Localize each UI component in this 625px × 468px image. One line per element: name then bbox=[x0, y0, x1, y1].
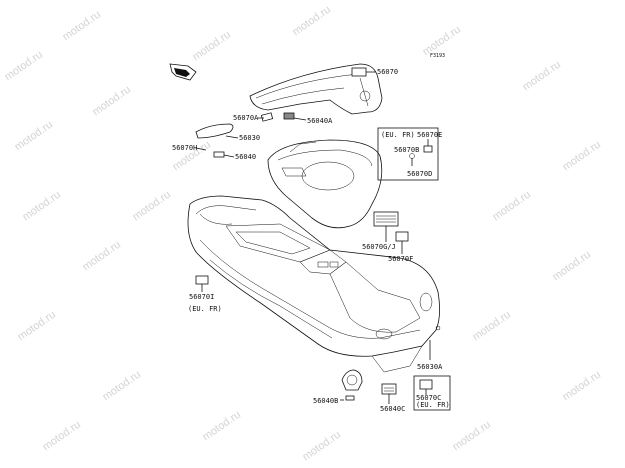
eu-fr-note-inset: (EU. FR) bbox=[381, 131, 415, 139]
eu-fr-note-bottom: (EU. FR) bbox=[416, 401, 450, 409]
callout-56070d: 56070D bbox=[407, 170, 432, 178]
hull-part bbox=[187, 195, 441, 373]
callout-56030: 56030 bbox=[239, 134, 260, 142]
callout-56070h: 56070H bbox=[172, 144, 197, 152]
decal-56070i bbox=[195, 275, 209, 285]
decal-56070f bbox=[395, 231, 409, 242]
callout-56040a: 56040A bbox=[307, 117, 333, 125]
callout-56070a: 56070A bbox=[233, 114, 259, 122]
callout-56070: 56070 bbox=[377, 68, 398, 76]
eu-fr-inset bbox=[377, 127, 439, 181]
emblem-56030 bbox=[195, 123, 234, 139]
callout-56070f: 56070F bbox=[388, 255, 413, 263]
rear-hood-part bbox=[249, 63, 383, 115]
eu-fr-note-hull: (EU. FR) bbox=[188, 305, 222, 313]
callout-56030a: 56030A bbox=[417, 363, 443, 371]
decal-56040c bbox=[381, 383, 397, 395]
front-arrow-icon bbox=[169, 63, 197, 81]
figure-code: F3193 bbox=[430, 53, 445, 59]
decal-56070e bbox=[423, 145, 433, 153]
callout-56070b: 56070B bbox=[394, 146, 419, 154]
callout-56070g-j: 56070G/J bbox=[362, 243, 396, 251]
part-56040b bbox=[340, 369, 363, 401]
decal-56040 bbox=[213, 151, 225, 158]
callout-56070e: 56070E bbox=[417, 131, 442, 139]
callout-56040b: 56040B bbox=[313, 397, 338, 405]
callout-56040c: 56040C bbox=[380, 405, 405, 413]
engine-hood-part bbox=[267, 139, 383, 229]
decal-56040a bbox=[283, 112, 295, 120]
callout-56040: 56040 bbox=[235, 153, 256, 161]
callout-56070c: 56070C bbox=[416, 394, 441, 402]
inset-56070c bbox=[413, 375, 451, 411]
decal-56070 bbox=[351, 67, 367, 77]
callout-56070i: 56070I bbox=[189, 293, 214, 301]
decal-56070a bbox=[260, 112, 274, 122]
